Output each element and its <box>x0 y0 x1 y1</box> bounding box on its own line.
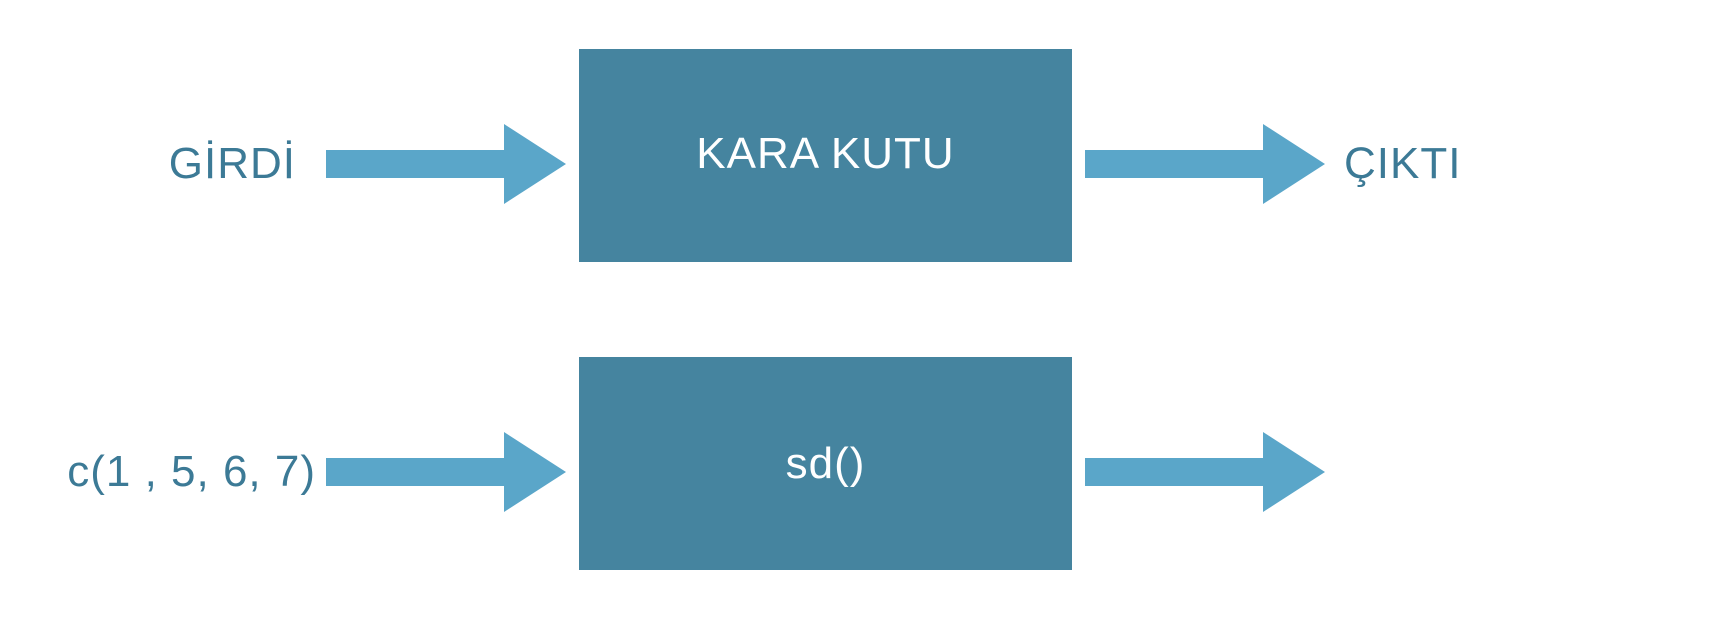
black-box-top: KARA KUTU <box>579 49 1072 262</box>
black-box-top-label: KARA KUTU <box>696 128 955 178</box>
input-label-girdi: GİRDİ <box>168 139 296 188</box>
input-label-vector: c(1 , 5, 6, 7) <box>67 447 316 496</box>
output-arrow-top <box>1085 124 1325 204</box>
black-box-bottom: sd() <box>579 357 1072 570</box>
black-box-bottom-label: sd() <box>785 438 866 488</box>
input-arrow-top <box>326 124 566 204</box>
input-arrow-bottom <box>326 432 566 512</box>
output-arrow-bottom <box>1085 432 1325 512</box>
output-label-cikti: ÇIKTI <box>1344 139 1462 188</box>
